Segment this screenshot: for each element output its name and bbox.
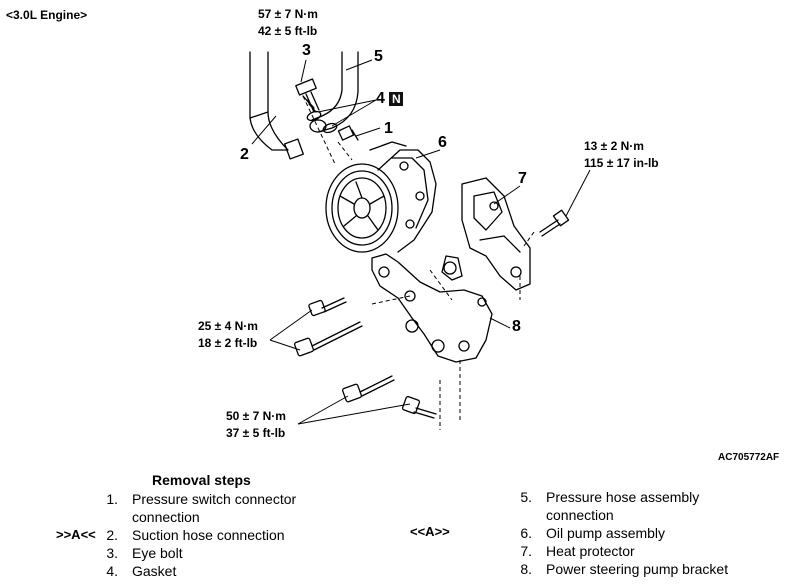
bracket-bolts bbox=[342, 375, 437, 419]
removal-steps-right: 5. Pressure hose assembly connection 6. Oi… bbox=[510, 488, 728, 578]
step-1-text-line2: connection bbox=[132, 509, 200, 525]
callout-3: 3 bbox=[302, 42, 311, 59]
exploded-view-diagram bbox=[249, 51, 591, 430]
bracket-bolt-torque: 50 ± 7 N·m 37 ± 5 ft-lb bbox=[226, 408, 286, 442]
eye-bolt-torque: 57 ± 7 N·m 42 ± 5 ft-lb bbox=[258, 6, 318, 40]
step-5-text-line2: connection bbox=[546, 507, 614, 523]
heat-protector-torque-metric: 13 ± 2 N·m bbox=[584, 139, 644, 153]
suction-hose bbox=[249, 51, 304, 160]
step-5-text: Pressure hose assembly bbox=[546, 489, 700, 505]
pump-bolt-torque-metric: 25 ± 4 N·m bbox=[198, 319, 258, 333]
gasket-parts bbox=[306, 110, 338, 134]
step-4-number: 4. bbox=[106, 563, 118, 579]
pump-bolt-torque: 25 ± 4 N·m 18 ± 2 ft-lb bbox=[198, 318, 258, 352]
step-8-number: 8. bbox=[520, 561, 532, 577]
step-4-text: Gasket bbox=[132, 563, 177, 579]
step-2-number: 2. bbox=[106, 527, 118, 543]
step-1: 1. Pressure switch connector bbox=[96, 490, 296, 508]
pump-pulley bbox=[325, 163, 399, 253]
step-5-number: 5. bbox=[520, 489, 532, 505]
step-1-number: 1. bbox=[106, 491, 118, 507]
step-7-text: Heat protector bbox=[546, 543, 635, 559]
heat-protector-torque-imperial: 115 ± 17 in-lb bbox=[584, 156, 659, 170]
heat-protector-part bbox=[461, 177, 531, 291]
step-2-text: Suction hose connection bbox=[132, 527, 285, 543]
new-part-badge: N bbox=[389, 92, 404, 106]
heat-protector-bolt bbox=[539, 209, 570, 237]
figure-code: AC705772AF bbox=[718, 452, 780, 463]
step-2: 2. Suction hose connection bbox=[96, 526, 296, 544]
step-3-number: 3. bbox=[106, 545, 118, 561]
callout-7: 7 bbox=[518, 170, 527, 187]
step-6-text: Oil pump assembly bbox=[546, 525, 666, 541]
pump-bolts bbox=[294, 297, 363, 357]
pressure-switch-connector bbox=[337, 125, 359, 141]
step-3-text: Eye bolt bbox=[132, 545, 183, 561]
pressure-hose bbox=[309, 51, 359, 133]
engine-label: <3.0L Engine> bbox=[6, 8, 88, 22]
step-5: 5. Pressure hose assembly bbox=[510, 488, 728, 506]
pump-bracket bbox=[371, 253, 493, 363]
step-6: 6. Oil pump assembly bbox=[510, 524, 728, 542]
eye-bolt-torque-metric: 57 ± 7 N·m bbox=[258, 7, 318, 21]
marker-a-right: <<A>> bbox=[410, 524, 450, 539]
eye-bolt-part bbox=[295, 78, 320, 113]
pump-bolt-torque-imperial: 18 ± 2 ft-lb bbox=[198, 336, 258, 350]
callout-2: 2 bbox=[240, 146, 249, 163]
step-3: 3. Eye bolt bbox=[96, 544, 296, 562]
heat-protector-torque: 13 ± 2 N·m 115 ± 17 in-lb bbox=[584, 138, 659, 172]
callout-6: 6 bbox=[438, 134, 447, 151]
step-1-text: Pressure switch connector bbox=[132, 491, 297, 507]
step-7: 7. Heat protector bbox=[510, 542, 728, 560]
callout-4: 4 N bbox=[376, 90, 404, 108]
callout-8: 8 bbox=[512, 318, 521, 335]
bracket-bolt-torque-metric: 50 ± 7 N·m bbox=[226, 409, 286, 423]
bracket-bolt-torque-imperial: 37 ± 5 ft-lb bbox=[226, 426, 286, 440]
pump-body bbox=[369, 141, 437, 253]
step-6-number: 6. bbox=[520, 525, 532, 541]
step-8: 8. Power steering pump bracket bbox=[510, 560, 728, 578]
removal-steps-left: 1. Pressure switch connector connection 2… bbox=[96, 490, 296, 580]
callout-4-number: 4 bbox=[376, 90, 385, 107]
removal-steps-title: Removal steps bbox=[152, 472, 251, 488]
step-8-text: Power steering pump bracket bbox=[546, 561, 729, 577]
step-4: 4. Gasket bbox=[96, 562, 296, 580]
eye-bolt-torque-imperial: 42 ± 5 ft-lb bbox=[258, 24, 318, 38]
callout-1: 1 bbox=[384, 120, 393, 137]
callout-5: 5 bbox=[374, 48, 383, 65]
step-7-number: 7. bbox=[520, 543, 532, 559]
marker-a-left: >>A<< bbox=[56, 527, 96, 542]
